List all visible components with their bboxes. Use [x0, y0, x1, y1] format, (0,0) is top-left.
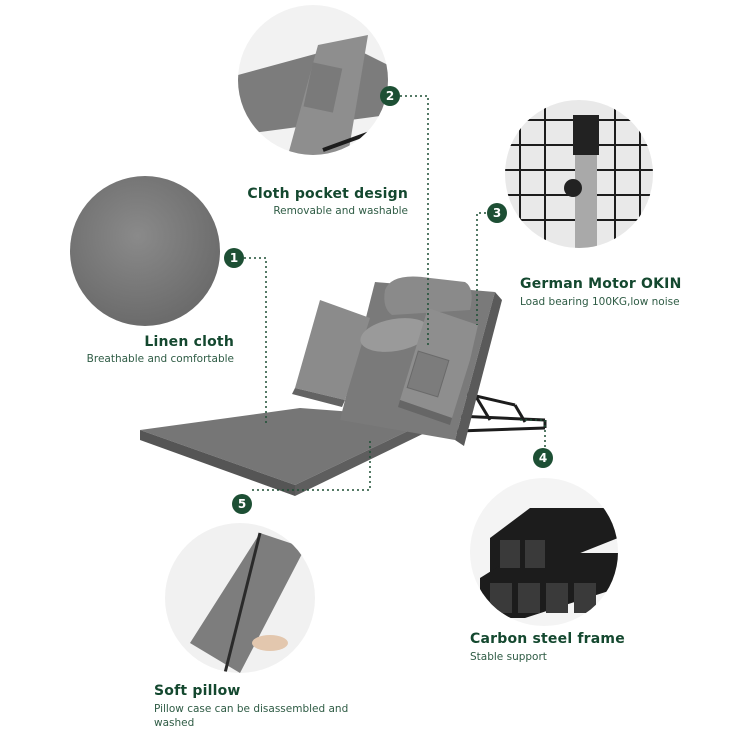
feature-badge-3: 3 [487, 203, 507, 223]
feature-desc-steel-frame: Stable support [470, 651, 547, 663]
linen-cloth-photo [70, 176, 220, 326]
feature-badge-1: 1 [224, 248, 244, 268]
feature-title-steel-frame: Carbon steel frame [470, 631, 625, 647]
side-pocket [406, 350, 450, 398]
feature-badge-5: 5 [232, 494, 252, 514]
left-armrest [295, 300, 370, 400]
feature-badge-2: 2 [380, 86, 400, 106]
cloth-pocket-photo [238, 5, 388, 155]
feature-title-soft-pillow: Soft pillow [154, 683, 241, 699]
feature-desc-soft-pillow: Pillow case can be disassembled and wash… [154, 703, 349, 729]
feature-desc-cloth-pocket: Removable and washable [273, 205, 408, 217]
feature-desc-linen-cloth: Breathable and comfortable [86, 353, 234, 365]
feature-title-motor: German Motor OKIN [520, 276, 682, 292]
motor-photo [505, 100, 653, 248]
feature-badge-4: 4 [533, 448, 553, 468]
soft-pillow-photo [165, 523, 315, 673]
steel-frame-photo [470, 478, 618, 626]
feature-title-linen-cloth: Linen cloth [144, 334, 234, 350]
feature-title-cloth-pocket: Cloth pocket design [247, 186, 408, 202]
feature-desc-motor: Load bearing 100KG,low noise [520, 296, 680, 308]
